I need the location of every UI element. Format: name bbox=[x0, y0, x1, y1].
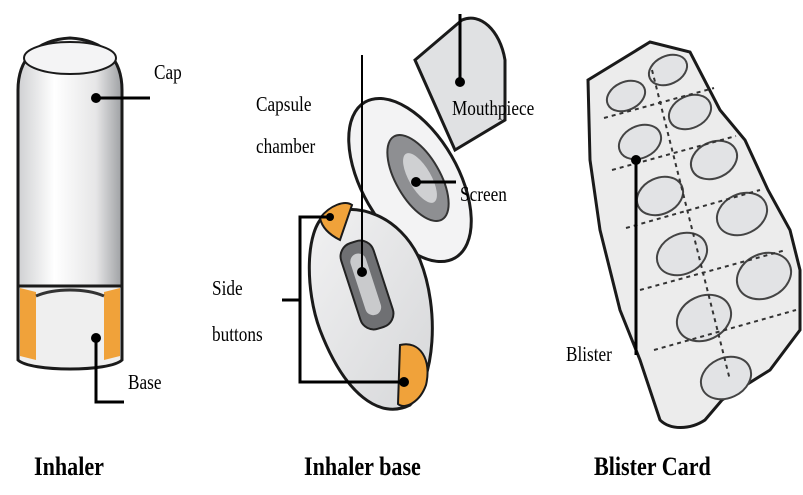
side-button-bottom bbox=[398, 344, 428, 406]
cap-label: Cap bbox=[154, 60, 182, 84]
mouthpiece-label: Mouthpiece bbox=[452, 96, 534, 120]
inhaler-base-orange-right bbox=[104, 288, 120, 360]
side-buttons-label-line1: Side bbox=[212, 276, 243, 300]
inhaler-cap-body bbox=[18, 38, 122, 290]
base-label: Base bbox=[128, 370, 161, 394]
mouthpiece-dot bbox=[455, 77, 465, 87]
inhaler-base-device bbox=[282, 14, 505, 409]
inhaler-cap-top bbox=[24, 42, 116, 74]
blister-card-device bbox=[588, 42, 800, 428]
caption-blister-card: Blister Card bbox=[594, 452, 711, 482]
blister-label: Blister bbox=[566, 342, 612, 366]
capsule-chamber-label-line1: Capsule bbox=[256, 92, 311, 116]
side-button-dot-bottom bbox=[399, 377, 409, 387]
inhaler-base-orange-left bbox=[20, 288, 36, 360]
caption-inhaler: Inhaler bbox=[34, 452, 104, 482]
inhaler-device bbox=[18, 38, 150, 402]
capsule-chamber-dot bbox=[357, 267, 367, 277]
caption-inhaler-base: Inhaler base bbox=[304, 452, 421, 482]
side-button-dot-top bbox=[326, 213, 334, 221]
side-buttons-label-line2: buttons bbox=[212, 322, 263, 346]
capsule-chamber-label-line2: chamber bbox=[256, 134, 315, 158]
screen-label: Screen bbox=[460, 182, 507, 206]
